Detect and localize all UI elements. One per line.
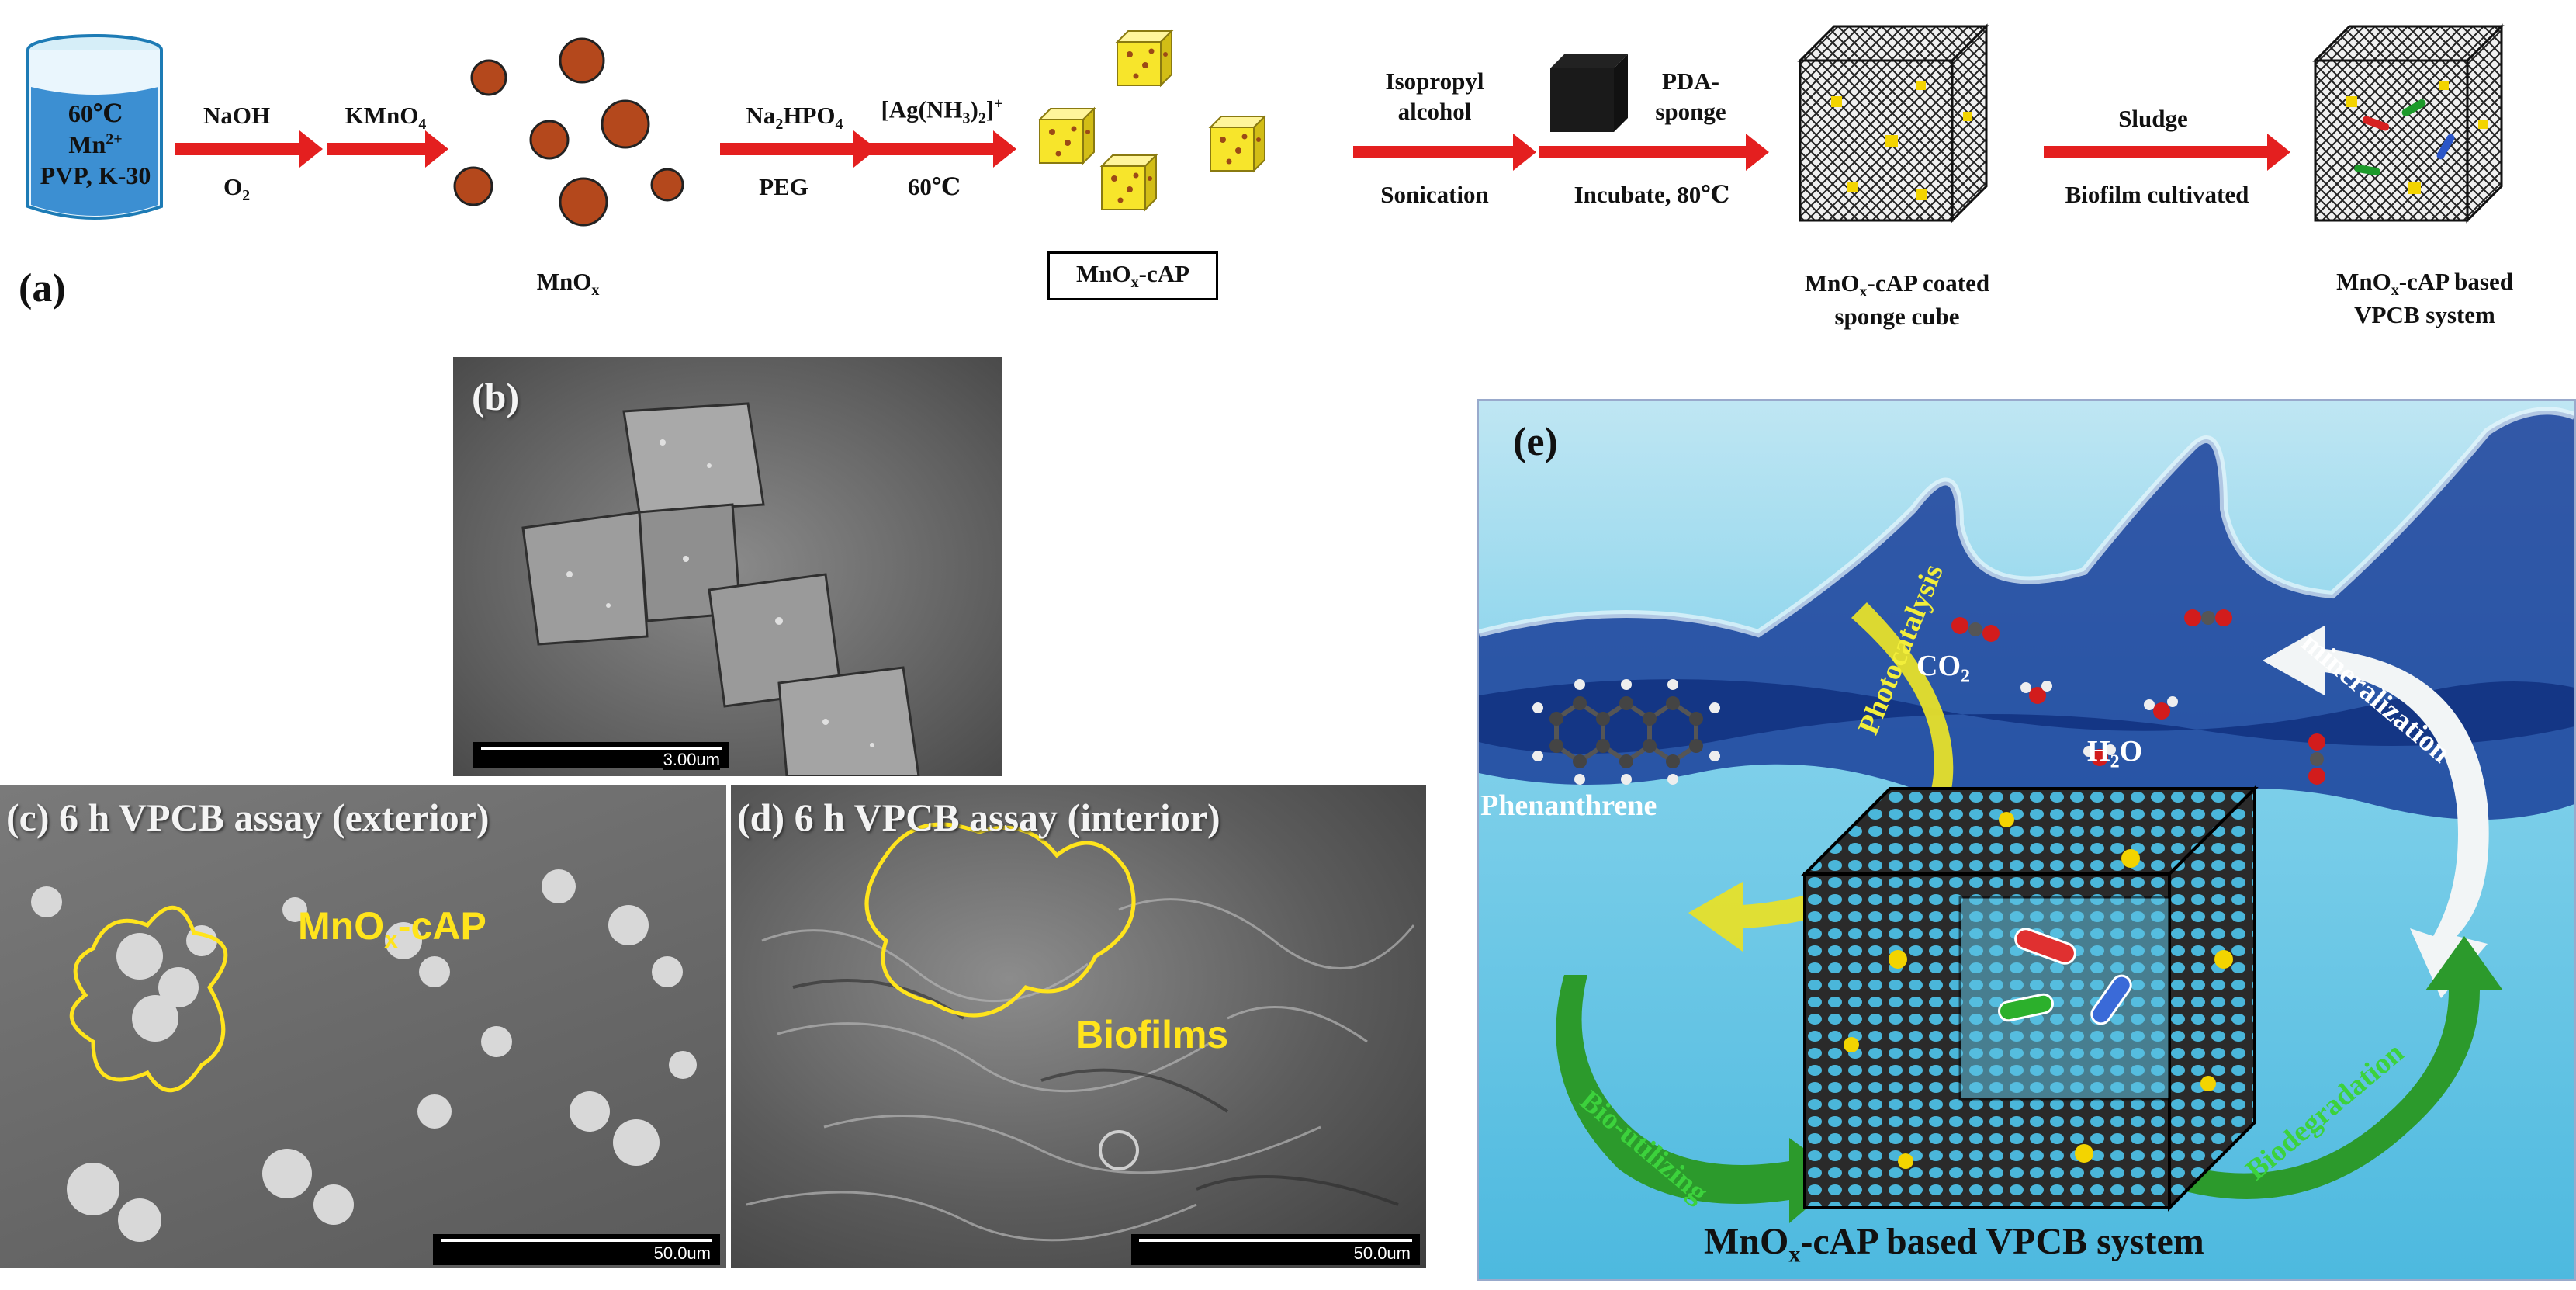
mnox-cap-outline [69, 905, 228, 1093]
panel-c-label: (c) 6 h VPCB assay (exterior) [6, 796, 490, 839]
scale-bar-d: 50.0um [1131, 1234, 1420, 1265]
panel-b-sem-image: (b) 3.00um [453, 357, 1002, 776]
vpcb-system-caption: MnOx-cAP based VPCB system [1704, 1221, 2204, 1267]
sem-particle-clusters [31, 869, 697, 1242]
co2-label: CO2 [1916, 650, 1970, 687]
cap-cube [1117, 30, 1172, 86]
mnox-particle [601, 99, 650, 149]
panel-d-sem-image: (d) 6 h VPCB assay (interior) Biofilms 5… [731, 785, 1426, 1268]
panel-e-illustration: (e) Phenanthrene Photocatalysis CO2 H2O … [1477, 399, 2576, 1281]
step1-top: NaOH [203, 102, 271, 129]
phenanthrene-molecule-icon [1532, 679, 1720, 785]
pda-sponge-icon [1550, 54, 1628, 132]
mnox-cap-box: MnOx-cAP [1047, 251, 1219, 301]
process-arrows [175, 130, 2290, 171]
beaker-reagents: PVP, K-30 [40, 161, 151, 189]
biofilms-annotation: Biofilms [1075, 1013, 1229, 1056]
vpcb-cube-icon [2312, 23, 2505, 224]
panel-c-sem-image: (c) 6 h VPCB assay (exterior) MnOx-cAP 5… [0, 785, 726, 1268]
water-wave [1479, 407, 2574, 820]
panel-a-label: (a) [19, 266, 66, 310]
beaker-icon [26, 34, 163, 220]
cap-cube [1210, 116, 1265, 172]
sem-crystals [521, 402, 920, 776]
step3-bottom: PEG [759, 173, 808, 200]
co2-molecule [2308, 733, 2325, 785]
co2-h2o-molecules [1951, 609, 2325, 785]
arrow-step4 [867, 130, 1016, 168]
mineralization-arrow [2263, 626, 2489, 998]
beaker-ion: Mn2+ [68, 130, 123, 158]
bio-utilizing-arrow [1556, 975, 1844, 1223]
step3-top: Na2HPO4 [746, 102, 843, 134]
arrow-step3 [720, 130, 877, 168]
bacterium-green [1998, 993, 2054, 1022]
mnox-cap-annotation: MnOx-cAP [298, 904, 486, 953]
mnox-particle [453, 166, 493, 206]
bacterium-blue [2090, 974, 2132, 1025]
panel-d-label: (d) 6 h VPCB assay (interior) [737, 796, 1220, 839]
co2-molecule [1951, 617, 2000, 642]
beaker-contents: 60℃ Mn2+ PVP, K-30 [31, 98, 160, 191]
sponge-cube-label: MnOx-cAP coated sponge cube [1804, 269, 1990, 331]
biofilm-outline [864, 822, 1136, 1018]
scale-label-b: 3.00um [663, 750, 720, 770]
panel-e-label: (e) [1513, 420, 1558, 464]
step4-top: [Ag(NH3)2]+ [881, 95, 1003, 127]
cap-cube [1039, 108, 1095, 164]
arrow-step5 [1353, 134, 1536, 171]
mnox-cap-cubes [1039, 30, 1265, 210]
step1-bottom: O2 [223, 173, 251, 205]
panel-b-label: (b) [472, 375, 520, 418]
phenanthrene-label: Phenanthrene [1480, 789, 1657, 822]
beaker-temp: 60℃ [68, 99, 123, 127]
step7-bottom: Biofilm cultivated [2065, 181, 2249, 208]
sem-biofilm-texture [746, 822, 1415, 1242]
vpcb-mesh-cube-icon [1801, 785, 2259, 1212]
scale-bar-c: 50.0um [433, 1234, 720, 1265]
mnox-particle [650, 168, 684, 202]
arrow-step6 [1539, 134, 1769, 171]
scale-label-c: 50.0um [653, 1243, 711, 1264]
h2o-molecule [2083, 744, 2116, 766]
arrow-step2 [327, 130, 448, 168]
h2o-label: H2O [2087, 735, 2143, 772]
mnox-particles [453, 37, 684, 227]
mnox-particle [559, 37, 605, 84]
step6-bottom: Incubate, 80℃ [1574, 181, 1730, 208]
step7-top: Sludge [2118, 105, 2188, 132]
bacterium-red [2014, 928, 2076, 965]
step6-top: PDA-sponge [1655, 68, 1726, 125]
h2o-molecule [2020, 681, 2052, 704]
scale-label-d: 50.0um [1353, 1243, 1411, 1264]
co2-molecule [2184, 609, 2232, 626]
cap-cube [1101, 154, 1157, 210]
h2o-molecule [2144, 696, 2178, 720]
mnox-particle [529, 120, 570, 160]
scale-bar-b: 3.00um [473, 742, 729, 770]
step5-bottom: Sonication [1380, 181, 1489, 208]
mnox-label: MnOx [536, 268, 600, 300]
vpcb-system-label: MnOx-cAP based VPCB system [2336, 268, 2513, 329]
arrow-step7 [2044, 134, 2290, 171]
mnox-particle [470, 59, 507, 96]
step4-bottom: 60℃ [907, 173, 961, 200]
step2-top: KMnO4 [345, 102, 427, 134]
sponge-cube-icon [1797, 23, 1989, 224]
arrow-step1 [175, 130, 323, 168]
mnox-particle [559, 177, 608, 227]
